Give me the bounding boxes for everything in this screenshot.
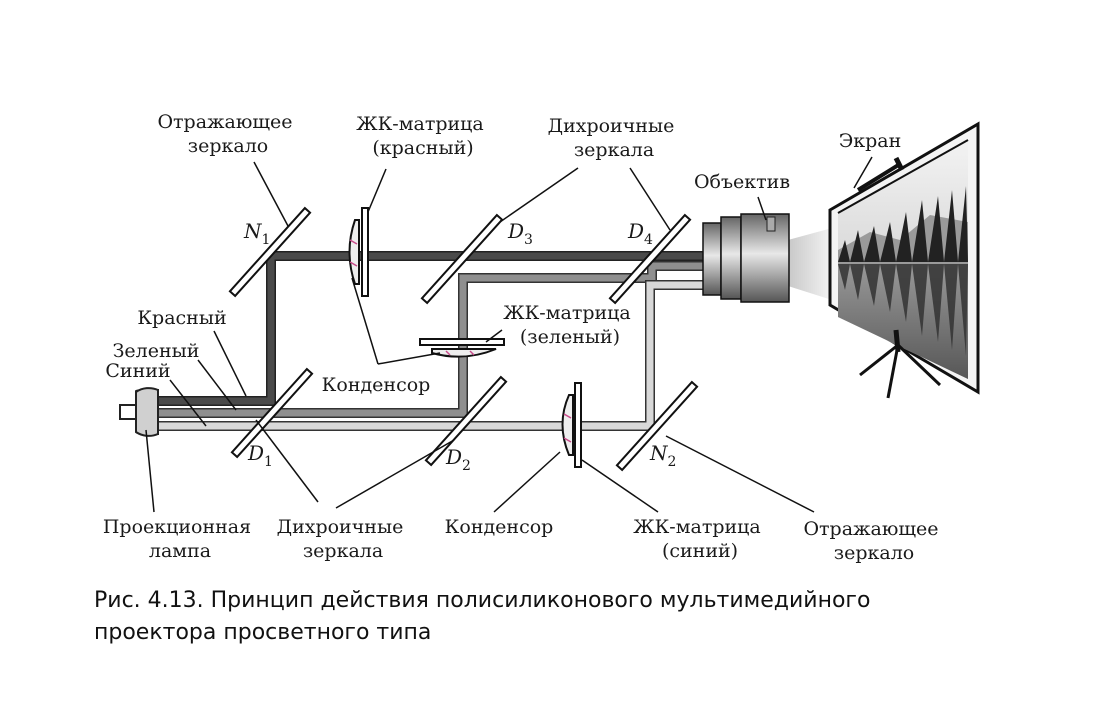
label-screen: Экран — [839, 130, 902, 152]
mark-n1: N1 — [243, 219, 270, 248]
lcd-blue — [561, 382, 582, 468]
caption-line-1: Рис. 4.13. Принцип действия полисиликоно… — [94, 588, 871, 613]
lcd-green — [419, 338, 505, 358]
mark-d3: D3 — [507, 219, 533, 248]
mark-d4: D4 — [627, 219, 653, 248]
label-condenser-upper: Конденсор — [322, 374, 431, 396]
label-green: Зеленый — [113, 340, 200, 362]
mirror-n2 — [615, 380, 699, 472]
label-condenser-lower: Конденсор — [445, 516, 554, 538]
mark-n2: N2 — [649, 441, 676, 470]
figure-caption: Рис. 4.13. Принцип действия полисиликоно… — [94, 585, 994, 649]
mirrors — [228, 206, 699, 472]
objective-lens — [702, 213, 832, 303]
label-lcd-red: ЖК-матрица (красный) — [356, 113, 490, 159]
caption-line-2: проектора просветного типа — [94, 620, 432, 645]
mirror-d1 — [230, 367, 314, 459]
mirror-d4 — [608, 213, 692, 305]
label-reflect-mirror-bottom: Отражающее зеркало — [803, 518, 944, 564]
label-blue: Синий — [105, 360, 170, 382]
label-red: Красный — [137, 307, 226, 329]
projection-screen — [828, 121, 980, 399]
mark-d1: D1 — [247, 441, 273, 470]
mirror-marks: N1 D3 D4 D1 D2 N2 — [243, 219, 676, 474]
lcd-red — [348, 207, 369, 297]
leader-lines — [145, 156, 873, 513]
light-beams — [155, 251, 703, 431]
label-dichroic-top: Дихроичные зеркала — [548, 115, 681, 161]
label-reflect-mirror-top: Отражающее зеркало — [157, 111, 298, 157]
mark-d2: D2 — [445, 445, 471, 474]
mirror-d2 — [424, 375, 508, 467]
label-lamp: Проекционная лампа — [103, 516, 257, 562]
mirror-d3 — [420, 213, 504, 305]
labels: Отражающее зеркало ЖК-матрица (красный) … — [103, 111, 944, 564]
label-objective: Объектив — [694, 171, 790, 193]
mirror-n1 — [228, 206, 312, 298]
projection-lamp — [119, 387, 159, 437]
label-lcd-green: ЖК-матрица (зеленый) — [503, 302, 637, 348]
label-lcd-blue: ЖК-матрица (синий) — [633, 516, 767, 562]
label-dichroic-bottom: Дихроичные зеркала — [277, 516, 410, 562]
